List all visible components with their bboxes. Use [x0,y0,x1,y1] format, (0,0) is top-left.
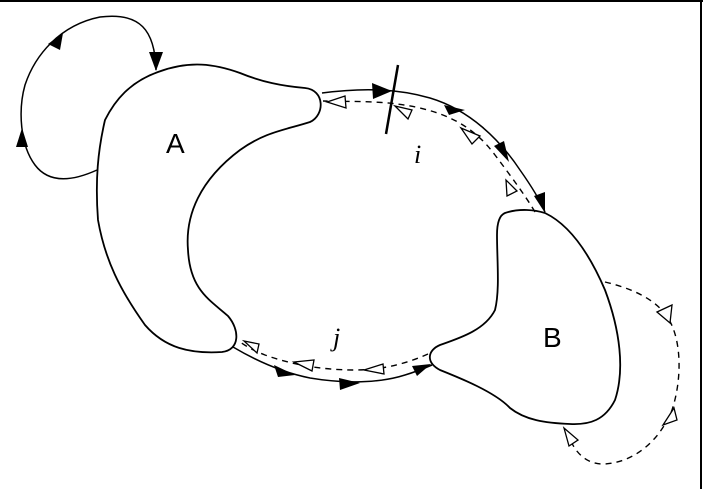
edge-self-a-path [20,15,157,180]
cut-marker [384,64,400,135]
arrow-open-icon [392,104,413,121]
arrow-open-icon [241,339,260,355]
edge-j-solid[interactable] [232,346,433,390]
arrow-open-icon [324,95,347,109]
arrow-filled-icon [16,128,28,147]
arrow-open-icon [655,303,673,325]
edge-j-dashed-path [237,339,429,371]
node-a-shape [95,63,322,354]
node-b[interactable]: B [428,209,622,425]
arrow-open-icon [459,126,482,146]
arrow-filled-icon [48,33,63,50]
arrow-open-icon [505,178,519,198]
edge-i-solid-path [321,89,546,213]
arrow-open-icon [661,406,678,427]
node-b-shape [428,209,622,425]
edge-j-solid-path [232,346,433,383]
edge-j-label: j [330,323,340,352]
edge-self-a[interactable] [16,15,163,180]
arrow-filled-icon [372,83,392,99]
arrow-filled-icon [274,365,295,377]
frame-right-border [700,0,702,489]
edge-j-dashed[interactable]: j [237,323,429,375]
node-a-label: A [166,128,185,159]
edge-i-dashed-path [322,100,536,213]
arrow-filled-icon [534,192,545,213]
node-a[interactable]: A [95,63,322,354]
frame-top-border [0,0,703,2]
edge-self-b[interactable] [562,281,680,465]
arrow-open-icon [291,359,315,372]
arrow-filled-icon [339,378,360,390]
arrow-filled-icon [494,141,509,162]
arrow-open-icon [363,363,385,375]
arrow-filled-icon [412,364,431,376]
edge-i-solid[interactable] [321,64,546,213]
edge-i-label: i [414,140,421,169]
arrow-filled-icon [444,105,465,115]
node-b-label: B [543,322,562,353]
arrow-filled-icon [149,52,163,71]
arrow-open-icon [562,426,580,448]
